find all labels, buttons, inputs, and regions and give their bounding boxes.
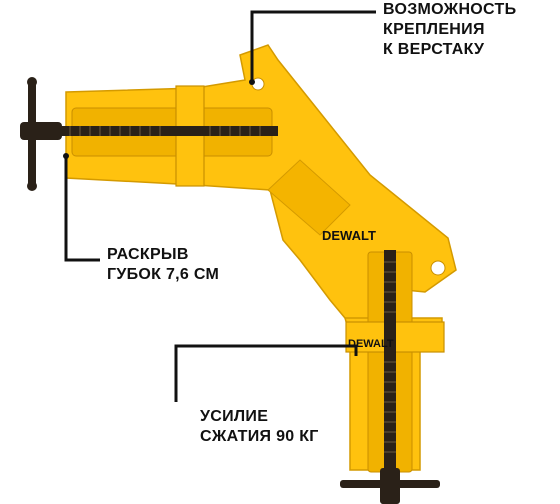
callout-bench-mount-line-3: К ВЕРСТАКУ xyxy=(383,41,485,58)
svg-text:DEWALT: DEWALT xyxy=(322,228,376,243)
leader-bench-mount xyxy=(250,10,376,80)
leader-clamp-force xyxy=(174,344,358,402)
callout-jaw-opening-line-2: ГУБОК 7,6 СМ xyxy=(107,266,220,283)
clamp-body xyxy=(65,44,457,473)
callout-clamp-force-line-1: УСИЛИЕ xyxy=(200,408,269,425)
callout-clamp-force: УСИЛИЕ СЖАТИЯ 90 КГ xyxy=(200,407,319,447)
horizontal-screw xyxy=(20,77,278,191)
bench-mount-hole-right xyxy=(430,260,446,276)
leader-jaw-opening xyxy=(64,158,100,262)
callout-clamp-force-line-2: СЖАТИЯ 90 КГ xyxy=(200,428,319,445)
callout-bench-mount-line-2: КРЕПЛЕНИЯ xyxy=(383,21,485,38)
vertical-screw xyxy=(340,250,440,504)
callout-jaw-opening: РАСКРЫВ ГУБОК 7,6 СМ xyxy=(107,245,219,285)
brand-logo-vertical: DEWALT xyxy=(348,338,394,350)
callout-bench-mount-line-1: ВОЗМОЖНОСТЬ xyxy=(383,1,517,18)
callout-lines xyxy=(64,10,376,402)
callout-jaw-opening-line-1: РАСКРЫВ xyxy=(107,246,189,263)
svg-text:DEWALT: DEWALT xyxy=(348,338,394,350)
brand-logo-diagonal: DEWALT xyxy=(322,228,376,243)
callout-bench-mount: ВОЗМОЖНОСТЬ КРЕПЛЕНИЯ К ВЕРСТАКУ xyxy=(383,0,516,60)
